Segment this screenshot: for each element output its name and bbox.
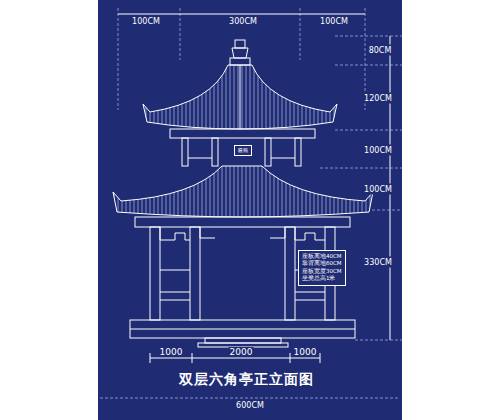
dimension-label: 80CM: [367, 45, 394, 56]
plaque-box: 匾额: [234, 145, 252, 156]
drawing-title: 双层六角亭正立面图: [179, 371, 314, 389]
dimension-label: 330CM: [362, 257, 394, 268]
note-text: 坐凳总高1米: [302, 275, 342, 282]
dimension-label: 100CM: [318, 17, 350, 26]
note-text: 座板离地40CM: [302, 253, 342, 260]
dimension-label: 100CM: [362, 184, 394, 195]
note-text: 靠背离地60CM: [302, 260, 342, 267]
span-dimension: 2000: [229, 347, 254, 357]
span-dimension: 1000: [159, 347, 184, 357]
dimension-label: 600CM: [233, 401, 267, 410]
note-text: 座板宽度30CM: [302, 268, 342, 275]
span-dimension: 1000: [293, 347, 318, 357]
plaque-text: 匾额: [238, 147, 248, 154]
dimension-label: 300CM: [227, 17, 259, 26]
dimension-label: 100CM: [130, 17, 162, 26]
note-box: 座板离地40CM靠背离地60CM座板宽度30CM坐凳总高1米: [298, 250, 346, 286]
dimension-label: 100CM: [362, 145, 394, 156]
dimension-label: 120CM: [362, 93, 394, 104]
